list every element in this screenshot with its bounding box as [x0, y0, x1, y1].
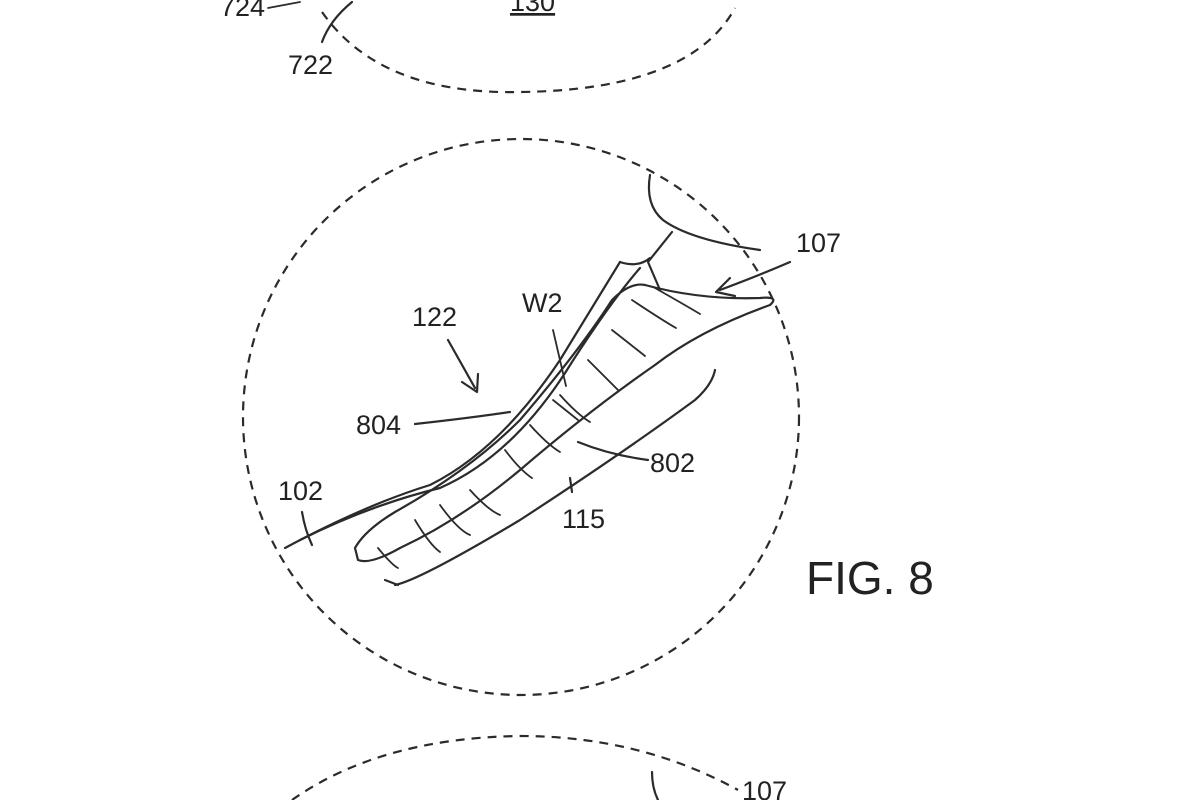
leader-w2	[552, 329, 567, 387]
top-detail-leader-724	[267, 1, 301, 9]
ref-label-107: 107	[796, 228, 841, 258]
top-detail-leader-722	[320, 0, 354, 44]
ref-label-722: 722	[288, 50, 333, 80]
leader-802	[576, 440, 650, 462]
ref-label-122: 122	[412, 302, 457, 332]
base-plate-end	[383, 578, 400, 587]
flap-outline	[647, 173, 762, 252]
leader-102	[300, 510, 314, 547]
brace-115	[568, 476, 574, 494]
ref-label-804: 804	[356, 410, 401, 440]
cell-body-outer	[353, 283, 775, 563]
arrow-122-head	[460, 372, 480, 394]
ref-label-802: 802	[650, 448, 695, 478]
bottom-detail-dashed-boundary	[291, 734, 739, 800]
w2-dimension	[552, 399, 579, 421]
arrow-107-head	[714, 276, 737, 298]
leader-107	[718, 260, 792, 292]
flap-stem	[618, 256, 652, 266]
top-detail-view: 724 722 130	[220, 0, 736, 94]
outer-wall-line-2	[298, 266, 642, 542]
top-detail-dashed-boundary	[321, 7, 736, 94]
main-detail-view: 107 122 W2 804 802 102 115 FIG. 8	[241, 137, 934, 697]
bottom-detail-flap	[650, 770, 660, 800]
ref-label-102: 102	[278, 476, 323, 506]
base-plate	[393, 368, 717, 587]
ref-label-w2: W2	[522, 288, 563, 318]
bottom-detail-view: 107	[291, 734, 787, 800]
leader-804	[413, 410, 512, 426]
ref-label-724: 724	[220, 0, 265, 22]
cell-partitions	[377, 287, 701, 569]
flap-lower-edge	[646, 230, 674, 292]
ref-label-115: 115	[562, 504, 605, 534]
ref-label-130: 130	[510, 0, 555, 17]
main-detail-dashed-boundary	[241, 137, 801, 697]
outer-wall-line-1	[283, 260, 622, 550]
figure-label: FIG. 8	[806, 552, 934, 604]
leader-122-arrow	[446, 338, 477, 390]
ref-label-107-bottom: 107	[742, 776, 787, 800]
